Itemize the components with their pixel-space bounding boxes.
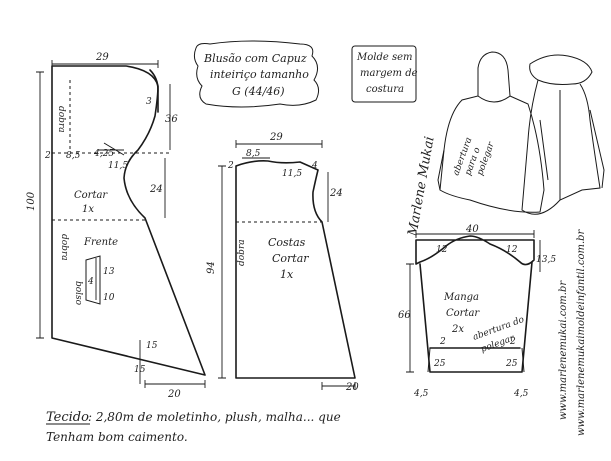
sleeve-cap-height: 13,5 [536, 255, 556, 265]
fabric-line-2: Tenham bom caimento. [46, 430, 188, 444]
fabric-line-1: : 2,80m de moletinho, plush, malha... qu… [88, 410, 341, 424]
front-hood-fold-label: dobra [56, 106, 66, 133]
sleeve-cap-right: 12 [506, 245, 518, 255]
back-width-top: 29 [269, 132, 283, 143]
back-cut-label-2: 1x [280, 268, 294, 281]
back-hem: 20 [345, 382, 359, 393]
title-line-3: G (44/46) [232, 85, 285, 98]
front-pocket-label: bolso [73, 281, 83, 306]
title-line-2: inteiriço tamanho [210, 68, 309, 81]
front-hem: 20 [167, 389, 181, 400]
signature-text: Marlene Mukai [405, 135, 437, 238]
sleeve-piece: 40 12 12 13,5 66 Manga Cortar 2x abertur… [398, 224, 556, 399]
front-neck-width: 8,5 [66, 151, 81, 161]
front-hood-side: 3 [146, 97, 152, 107]
sleeve-gap-left: 2 [439, 337, 446, 347]
back-cut-label-1: Cortar [272, 252, 309, 265]
note-box: Molde sem margem de costura [351, 45, 418, 103]
front-name: Frente [83, 237, 118, 248]
front-neck-depth: 4,25 [93, 149, 114, 159]
front-armhole: 24 [149, 184, 163, 195]
sleeve-cut-label-2: 2x [451, 324, 464, 335]
front-pocket-w: 4 [87, 277, 94, 287]
back-neck-width: 8,5 [246, 149, 261, 159]
back-fold-label: dobra [237, 239, 247, 266]
website-urls: www.marlenemukai.com.br www.marlenemukai… [558, 228, 587, 436]
back-armhole: 24 [329, 188, 343, 199]
front-shoulder: 11,5 [108, 161, 128, 171]
front-total-length: 100 [26, 191, 37, 211]
back-shoulder-drop: 4 [311, 161, 318, 171]
fabric-label: Tecido [46, 410, 89, 425]
sleeve-length: 66 [398, 310, 411, 321]
front-low-side-1: 15 [146, 341, 158, 351]
sleeve-cut-label-1: Cortar [446, 308, 480, 319]
fabric-note: Tecido : 2,80m de moletinho, plush, malh… [46, 410, 341, 444]
sleeve-cap-left: 12 [436, 245, 448, 255]
sleeve-cuff-right: 25 [505, 359, 518, 369]
back-neck-depth: 2 [227, 161, 234, 171]
note-line-2: margem de [360, 68, 418, 79]
url-2: www.marlenemukaimoldeinfantil.com.br [576, 228, 587, 436]
front-pocket-h: 13 [103, 267, 115, 277]
garment-sketch: abertura para o polegar [437, 51, 605, 215]
sleeve-width: 40 [465, 224, 479, 235]
back-name: Costas [268, 236, 306, 249]
front-cut-label-2: 1x [82, 204, 94, 215]
title-box: Blusão com Capuz inteiriço tamanho G (44… [193, 40, 320, 108]
front-cut-label-1: Cortar [74, 190, 108, 201]
front-pocket-h2: 10 [103, 293, 115, 303]
front-fold-label: dobra [59, 234, 69, 261]
url-1: www.marlenemukai.com.br [558, 280, 569, 420]
sleeve-name: Manga [443, 292, 479, 303]
front-width-top: 29 [95, 52, 109, 63]
front-piece: 29 36 3 8,5 4,25 11,5 2 24 100 dobra Cor… [26, 52, 206, 400]
signature: Marlene Mukai [405, 135, 437, 238]
sleeve-side-right: 4,5 [513, 389, 529, 399]
note-line-3: costura [366, 84, 404, 95]
back-piece: 29 8,5 2 11,5 4 24 94 dobra Costas Corta… [206, 132, 359, 393]
sleeve-side-left: 4,5 [413, 389, 429, 399]
back-shoulder: 11,5 [282, 169, 302, 179]
sleeve-gap-right: 2 [509, 337, 516, 347]
title-line-1: Blusão com Capuz [203, 52, 307, 65]
front-hood-depth: 36 [165, 114, 178, 125]
back-total-length: 94 [206, 261, 217, 274]
front-neck-drop: 2 [44, 151, 51, 161]
note-line-1: Molde sem [356, 52, 413, 63]
sleeve-cuff-left: 25 [433, 359, 446, 369]
